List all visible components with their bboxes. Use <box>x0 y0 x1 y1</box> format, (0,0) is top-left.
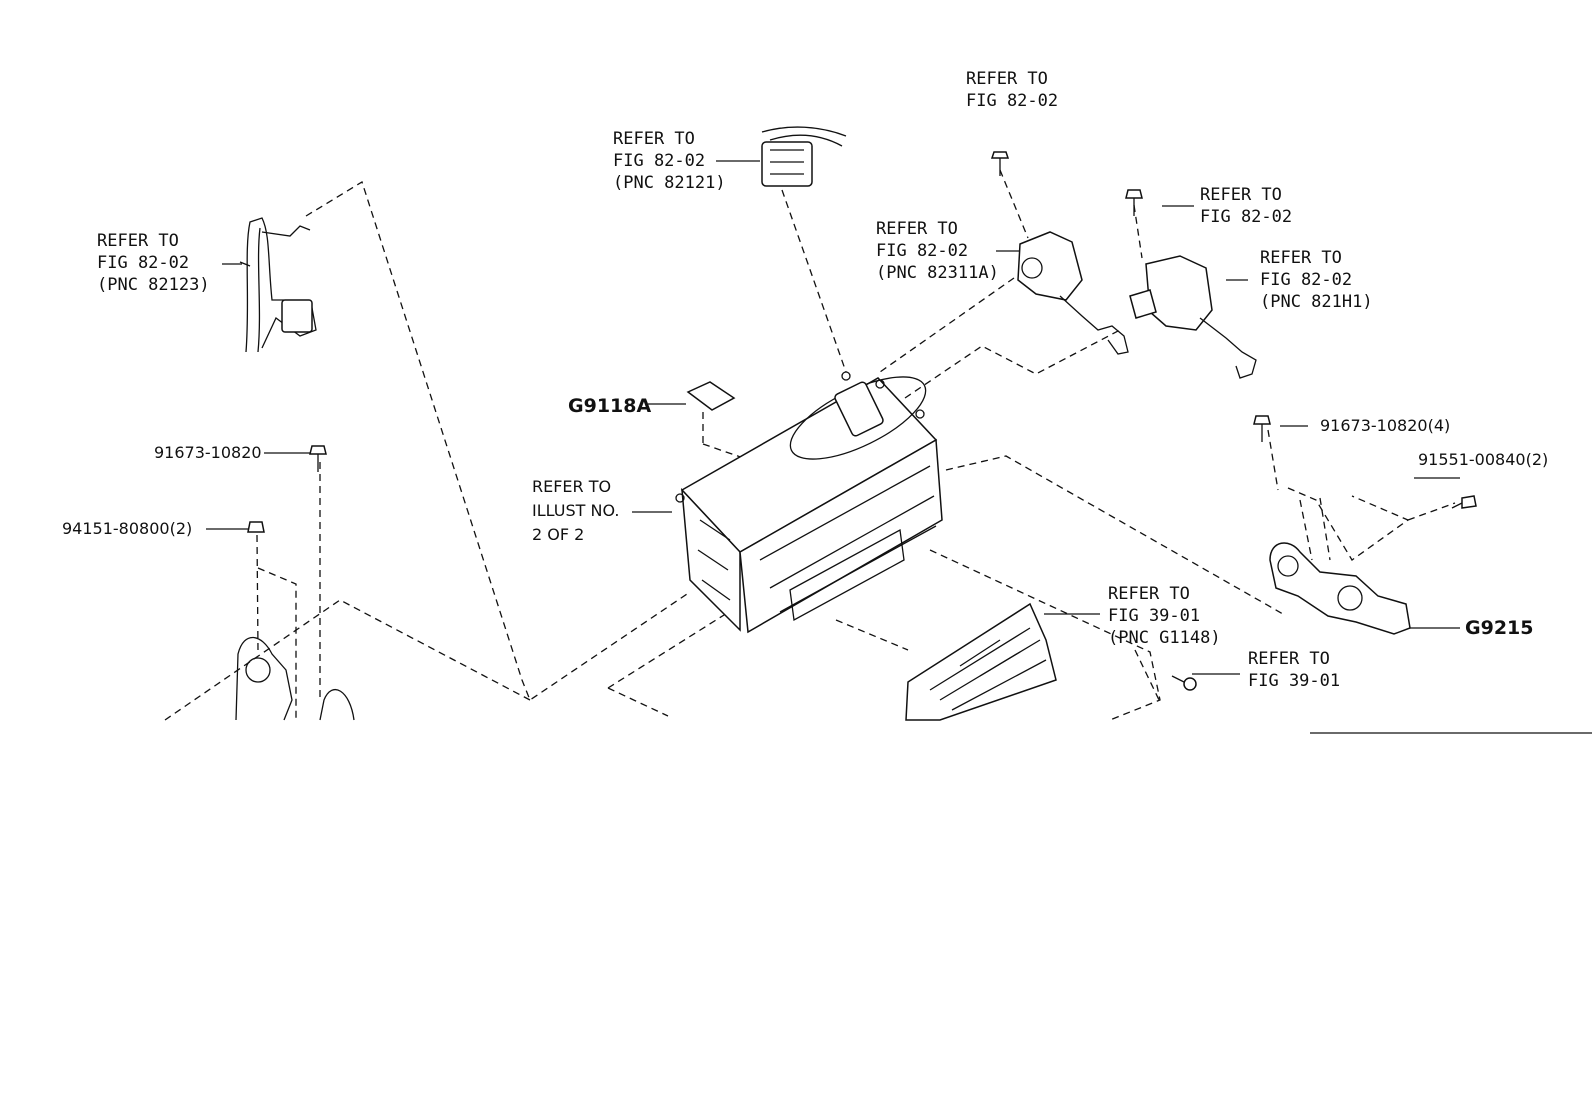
bracket-left <box>235 636 355 721</box>
label-91673-10820-4: 91673-10820(4) <box>1320 416 1450 435</box>
label-line: ILLUST NO. <box>532 501 619 520</box>
label-line: FIG 82-02 <box>1200 207 1292 227</box>
label-line: REFER TO <box>966 69 1048 89</box>
label-91673-10820: 91673-10820 <box>154 443 262 462</box>
leader-lines <box>206 160 1592 734</box>
sensor-82311a <box>1017 231 1129 355</box>
refer-fig-39-01: REFER TO FIG 39-01 <box>1248 649 1340 691</box>
bolt-91673-10820-4 <box>1253 415 1271 442</box>
refer-82121: REFER TO FIG 82-02 (PNC 82121) <box>613 129 726 193</box>
bolt-39-01 <box>1171 675 1197 691</box>
label-line: 2 OF 2 <box>532 525 584 544</box>
refer-82123: REFER TO FIG 82-02 (PNC 82123) <box>97 231 210 295</box>
sensor-821h1 <box>1129 255 1257 379</box>
label-line: REFER TO <box>1108 584 1190 604</box>
label-line: REFER TO <box>1260 248 1342 268</box>
label-plate-g9118a <box>686 381 736 411</box>
label-94151-80800: 94151-80800(2) <box>62 519 192 538</box>
label-line: FIG 82-02 <box>876 241 968 261</box>
bolt-91551-00840 <box>1451 495 1477 509</box>
label-line: (PNC G1148) <box>1108 628 1221 648</box>
label-line: (PNC 821H1) <box>1260 292 1373 312</box>
label-line: FIG 39-01 <box>1248 671 1340 691</box>
label-line: REFER TO <box>613 129 695 149</box>
bracket-g9215 <box>1269 542 1411 635</box>
refer-821h1: REFER TO FIG 82-02 (PNC 821H1) <box>1260 248 1373 312</box>
inverter-assembly <box>675 371 943 634</box>
label-line: REFER TO <box>1200 185 1282 205</box>
wire-harness-82123 <box>239 217 317 353</box>
bolt-top <box>990 151 1010 176</box>
nut-94151-80800 <box>247 521 265 533</box>
connector-82121 <box>761 126 847 187</box>
label-line: FIG 82-02 <box>966 91 1058 111</box>
label-line: FIG 82-02 <box>97 253 189 273</box>
label-line: FIG 82-02 <box>613 151 705 171</box>
bolt-right <box>1125 189 1143 216</box>
label-91551-00840: 91551-00840(2) <box>1418 450 1548 469</box>
cooling-plate-g1148 <box>905 602 1057 721</box>
label-line: REFER TO <box>1248 649 1330 669</box>
label-line: FIG 82-02 <box>1260 270 1352 290</box>
label-line: REFER TO <box>532 477 611 496</box>
label-line: REFER TO <box>876 219 958 239</box>
refer-fig-82-02-right: REFER TO FIG 82-02 <box>1200 185 1292 227</box>
label-g9215: G9215 <box>1465 617 1533 639</box>
assembly-lines <box>164 169 1456 721</box>
refer-g1148: REFER TO FIG 39-01 (PNC G1148) <box>1108 584 1221 648</box>
refer-82311a: REFER TO FIG 82-02 (PNC 82311A) <box>876 219 999 283</box>
label-g9118a: G9118A <box>568 395 651 417</box>
label-line: REFER TO <box>97 231 179 251</box>
label-line: (PNC 82121) <box>613 173 726 193</box>
label-line: (PNC 82123) <box>97 275 210 295</box>
refer-illust: REFER TO ILLUST NO. 2 OF 2 <box>532 477 619 544</box>
refer-fig-82-02-top: REFER TO FIG 82-02 <box>966 69 1058 111</box>
label-line: (PNC 82311A) <box>876 263 999 283</box>
bolt-91673-10820 <box>309 445 327 472</box>
label-line: FIG 39-01 <box>1108 606 1200 626</box>
